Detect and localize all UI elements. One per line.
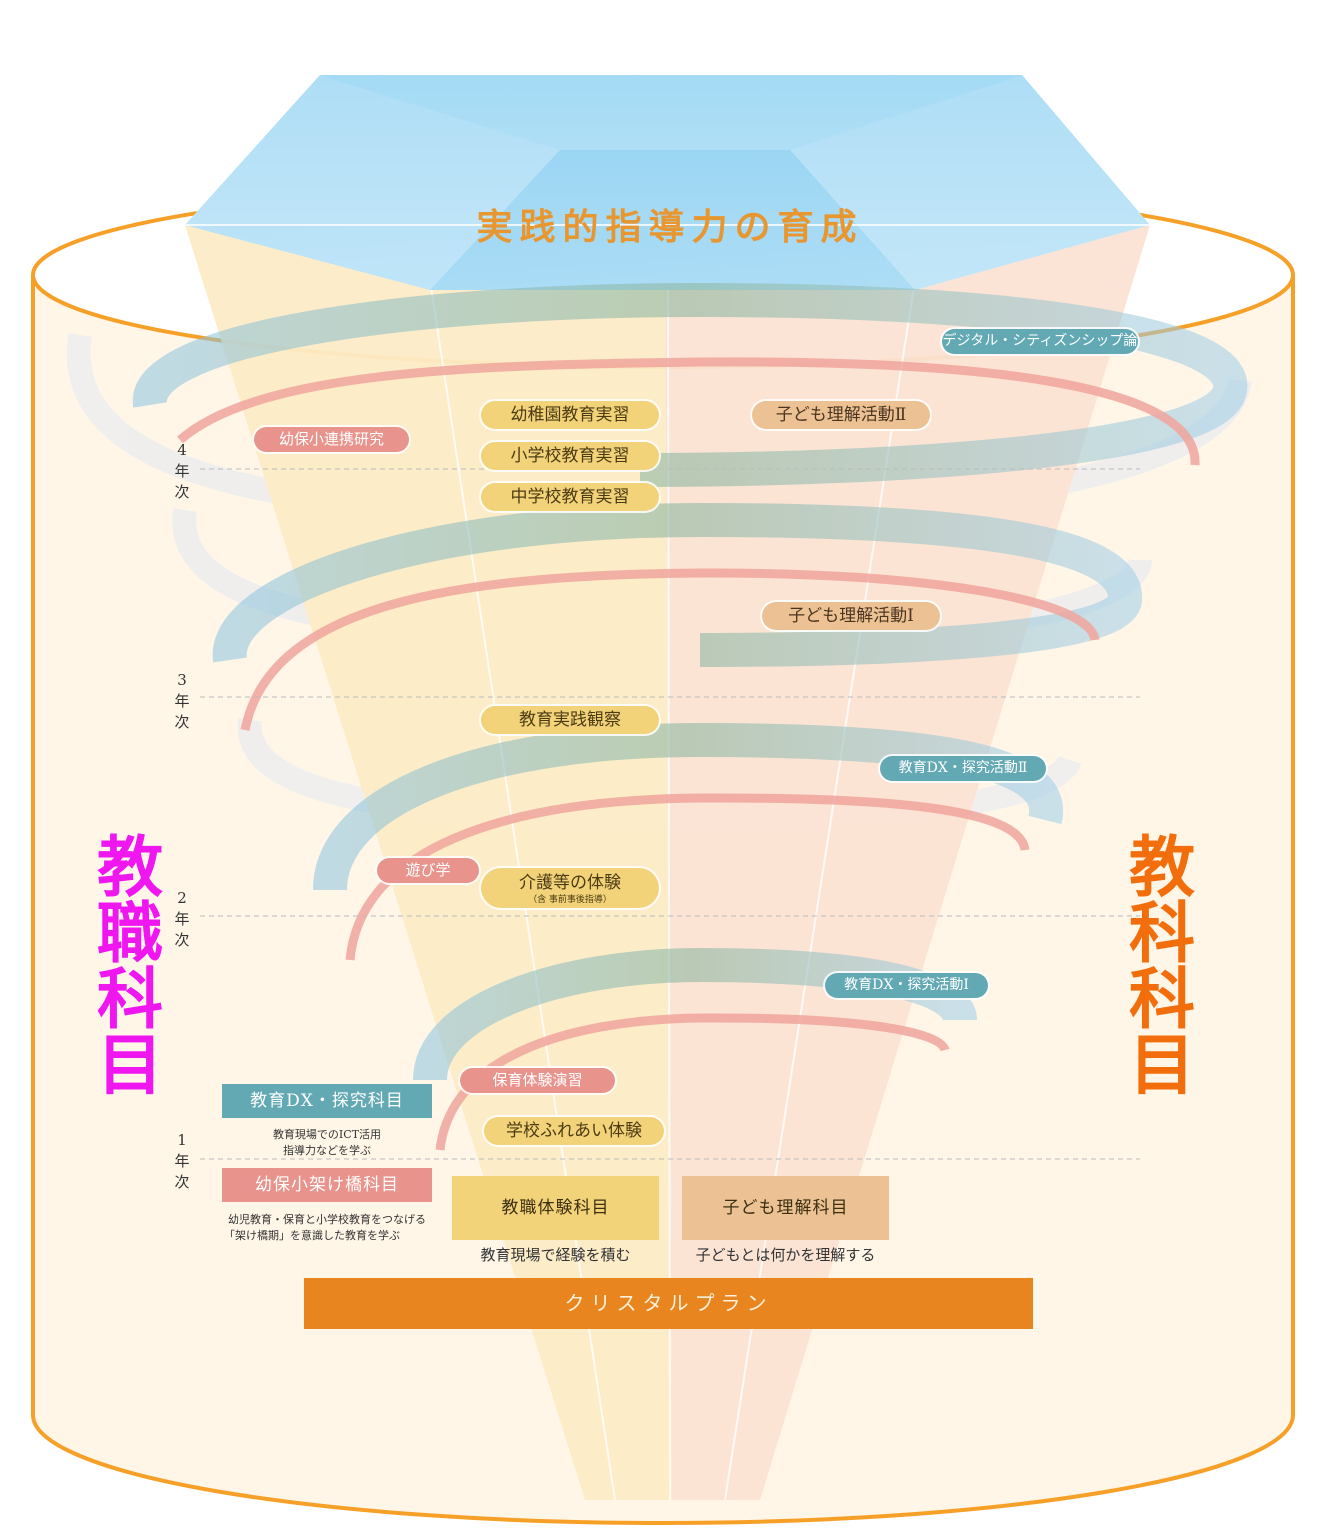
pill-digital-citizenship: デジタル・シティズンシップ論 <box>942 329 1138 354</box>
bridge-subject-box: 幼保小架け橋科目 <box>222 1168 432 1202</box>
pill-child-understanding-2: 子ども理解活動Ⅱ <box>752 401 930 429</box>
crystal-plan-bar: クリスタルプラン <box>304 1278 1033 1329</box>
pill-dx-inquiry-1: 教育DX・探究活動Ⅰ <box>825 973 988 998</box>
pill-childcare-exercise: 保育体験演習 <box>460 1068 615 1093</box>
left-label-kyoshoku: 教職科目 <box>97 829 163 1104</box>
experience-subject-box: 教職体験科目 <box>452 1176 659 1240</box>
pill-yohosho-research: 幼保小連携研究 <box>254 427 409 452</box>
dx-subject-desc-1: 教育現場でのICT活用 <box>272 1128 382 1141</box>
experience-subject-desc: 教育現場で経験を積む <box>480 1246 631 1264</box>
bridge-subject-desc-2: 「架け橋期」を意識した教育を学ぶ <box>224 1229 400 1242</box>
dx-subject-box: 教育DX・探究科目 <box>222 1084 432 1118</box>
pill-dx-inquiry-2: 教育DX・探究活動Ⅱ <box>880 756 1046 781</box>
bridge-subject-desc-1: 幼児教育・保育と小学校教育をつなげる <box>228 1213 426 1226</box>
care-experience-sub: （含 事前事後指導） <box>528 895 612 905</box>
child-subject-desc: 子どもとは何かを理解する <box>695 1246 876 1264</box>
pill-child-understanding-1: 子ども理解活動Ⅰ <box>762 602 940 630</box>
care-experience-label: 介護等の体験 <box>519 873 621 893</box>
year-dividers <box>200 468 1140 1160</box>
pill-care-experience: 介護等の体験 （含 事前事後指導） <box>481 868 659 908</box>
child-subject-box: 子ども理解科目 <box>682 1176 889 1240</box>
crystal <box>185 75 1150 290</box>
pill-junior-high-practice: 中学校教育実習 <box>481 483 659 511</box>
main-title: 実践的指導力の育成 <box>476 206 864 248</box>
dx-subject-desc-2: 指導力などを学ぶ <box>283 1144 371 1157</box>
pill-school-contact: 学校ふれあい体験 <box>484 1117 664 1145</box>
pill-practice-observation: 教育実践観察 <box>481 706 659 734</box>
pill-elementary-practice: 小学校教育実習 <box>481 442 659 470</box>
right-label-kyoka: 教科科目 <box>1129 829 1195 1104</box>
pill-asobi-gaku: 遊び学 <box>377 858 479 883</box>
pill-kindergarten-practice: 幼稚園教育実習 <box>481 401 659 429</box>
